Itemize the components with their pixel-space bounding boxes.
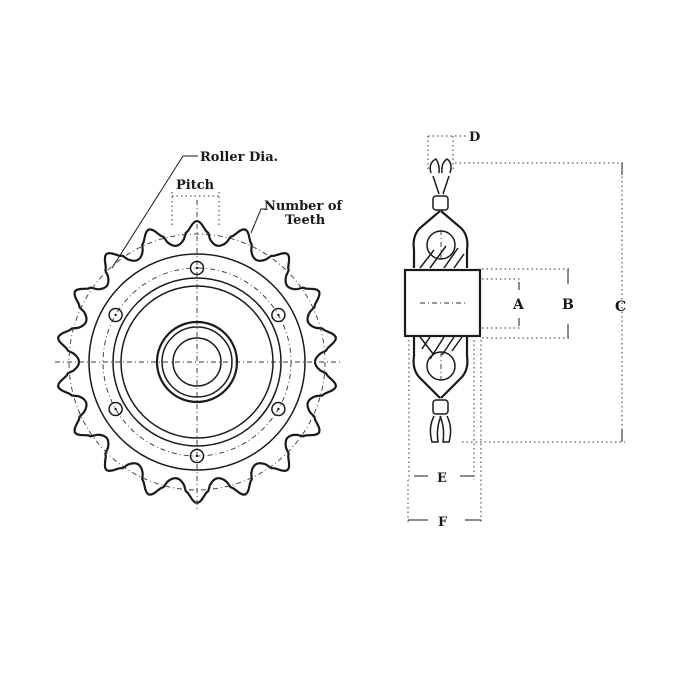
bolt-hole-center [195, 454, 199, 458]
chain-link-bottom [429, 415, 452, 443]
bolt-hole [189, 260, 205, 276]
dim-b-label: B [562, 297, 574, 313]
chain-link-top [429, 158, 452, 195]
bore [172, 337, 222, 387]
bolt-hole-center [277, 313, 280, 317]
body-top-outline [412, 210, 469, 268]
bolt-hole-center [114, 407, 117, 411]
bolt-hole-center [277, 407, 280, 411]
chain-pin-top [432, 195, 449, 211]
bolt-hole-center [114, 313, 117, 317]
dim-f-label: F [438, 515, 448, 530]
bearing-block [403, 268, 482, 338]
pitch-label: Pitch [176, 178, 215, 193]
bolt-hole [108, 401, 123, 417]
hatch-top [419, 245, 465, 269]
teeth-label-line1: Number of [264, 199, 343, 214]
dim-a-label: A [512, 297, 525, 313]
roller-dia-label: Roller Dia. [200, 150, 278, 165]
bolt-hole [271, 401, 286, 417]
teeth-label-line2: Teeth [285, 213, 326, 228]
bolt-holes [108, 260, 286, 464]
dim-d-label: D [469, 130, 480, 145]
bolt-hole [189, 448, 205, 464]
bolt-hole [271, 307, 286, 323]
body-bottom-outline [412, 337, 469, 399]
hub-ring-outer [88, 253, 306, 471]
teeth-leader [250, 208, 266, 234]
dim-c-label: C [615, 299, 626, 315]
bolt-hole [108, 307, 123, 323]
dim-e-label: E [437, 471, 447, 486]
hatch-bottom [419, 336, 463, 360]
roller-dia-leader [111, 155, 198, 269]
side-view: D C B A E F [403, 130, 626, 530]
front-view: Roller Dia. Pitch Number of Teeth [55, 150, 343, 512]
chain-pin-bottom [432, 399, 449, 415]
bolt-hole-center [195, 266, 199, 270]
hub-ring-2 [112, 277, 282, 447]
